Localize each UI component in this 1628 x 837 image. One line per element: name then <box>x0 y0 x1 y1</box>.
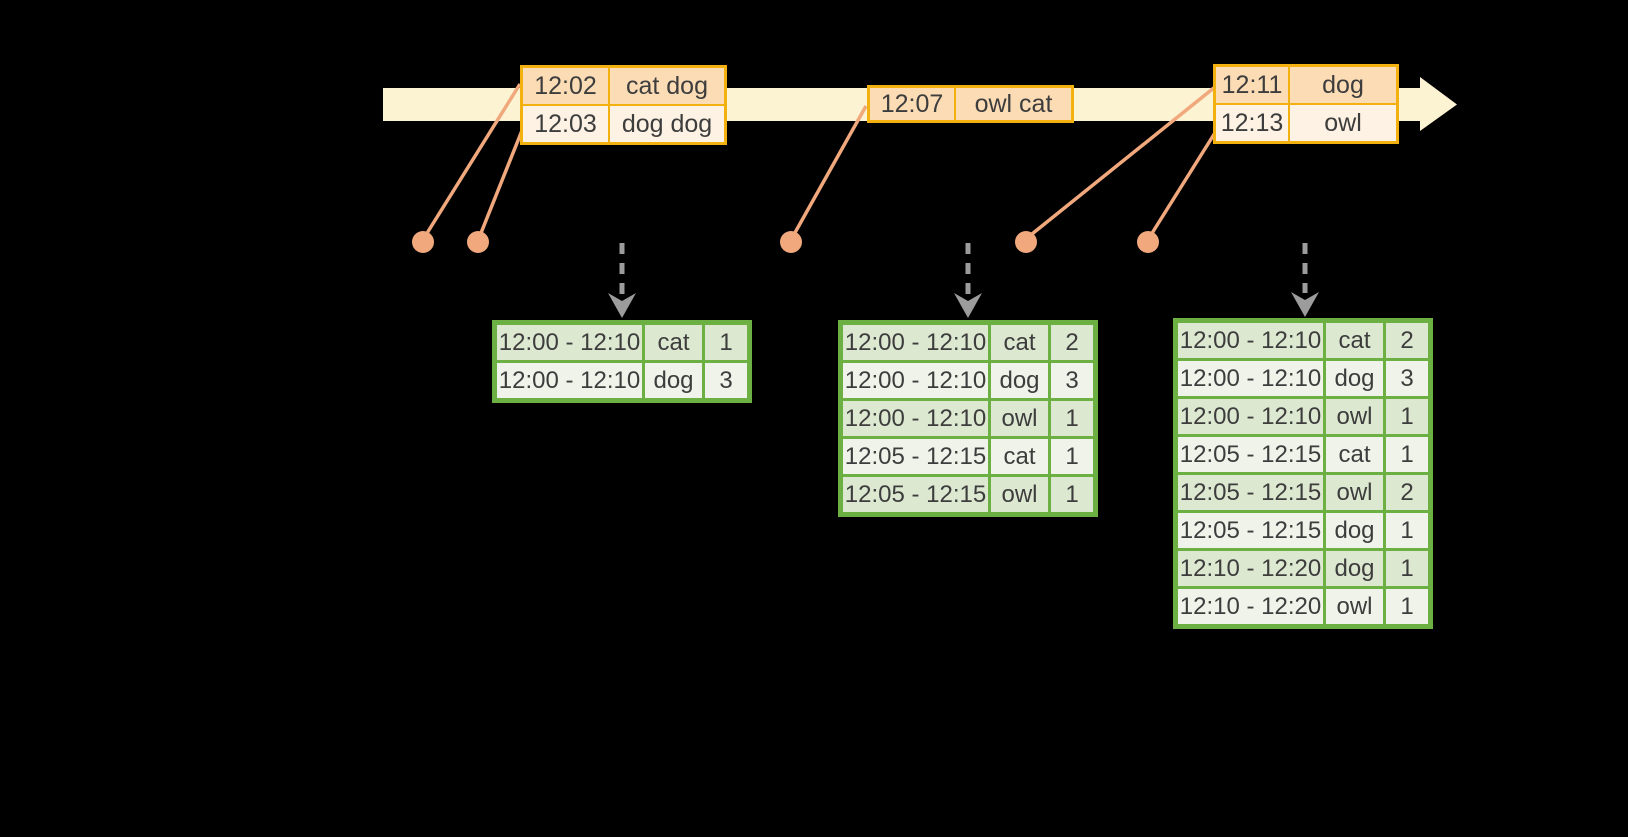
result-cell: 12:00 - 12:10 <box>843 401 988 436</box>
result-cell: owl <box>1326 399 1383 434</box>
result-cell: 1 <box>1386 513 1428 548</box>
event-cell: owl <box>1290 105 1396 141</box>
result-cell: 12:10 - 12:20 <box>1178 589 1323 624</box>
result-cell: cat <box>991 325 1048 360</box>
event-dot <box>1137 231 1159 253</box>
trigger-arrow-lines <box>619 243 1308 294</box>
event-dot <box>412 231 434 253</box>
event-cell: 12:02 <box>523 68 608 104</box>
event-cell: 12:03 <box>523 106 608 142</box>
event-dot <box>1015 231 1037 253</box>
result-cell: 12:05 - 12:15 <box>843 477 988 512</box>
connector-line <box>1025 85 1217 240</box>
result-cell: 1 <box>1386 437 1428 472</box>
result-cell: 12:00 - 12:10 <box>1178 323 1323 358</box>
result-cell: 12:00 - 12:10 <box>1178 399 1323 434</box>
arrow-down-icon <box>954 293 982 318</box>
result-cell: 2 <box>1386 323 1428 358</box>
result-cell: 3 <box>1386 361 1428 396</box>
event-dot <box>467 231 489 253</box>
result-cell: 3 <box>1051 363 1093 398</box>
result-cell: cat <box>1326 323 1383 358</box>
result-cell: 1 <box>1386 399 1428 434</box>
event-cell: dog <box>1290 67 1396 103</box>
result-cell: 12:00 - 12:10 <box>843 325 988 360</box>
connector-line <box>1147 127 1220 239</box>
result-cell: 3 <box>705 363 747 398</box>
result-cell: 1 <box>1051 477 1093 512</box>
result-cell: owl <box>991 477 1048 512</box>
result-cell: dog <box>1326 513 1383 548</box>
arrow-down-icon <box>608 293 636 318</box>
result-cell: dog <box>1326 361 1383 396</box>
result-cell: 12:05 - 12:15 <box>1178 437 1323 472</box>
event-cell: dog dog <box>610 106 724 142</box>
result-cell: 2 <box>1051 325 1093 360</box>
result-cell: 12:00 - 12:10 <box>843 363 988 398</box>
event-cell: 12:13 <box>1216 105 1288 141</box>
result-cell: cat <box>991 439 1048 474</box>
result-cell: owl <box>1326 475 1383 510</box>
trigger-arrow-heads <box>608 292 1319 318</box>
timeline-arrowhead-icon <box>1420 77 1457 131</box>
result-cell: 1 <box>1386 551 1428 586</box>
result-cell: 12:05 - 12:15 <box>1178 475 1323 510</box>
result-cell: 12:05 - 12:15 <box>843 439 988 474</box>
event-dots <box>412 231 1159 253</box>
result-cell: 1 <box>705 325 747 360</box>
event-dot <box>780 231 802 253</box>
event-cell: cat dog <box>610 68 724 104</box>
result-cell: dog <box>1326 551 1383 586</box>
result-cell: 1 <box>1051 401 1093 436</box>
connector-line <box>422 83 522 239</box>
event-cell: owl cat <box>956 88 1071 120</box>
event-connectors <box>422 83 1220 240</box>
result-cell: 1 <box>1386 589 1428 624</box>
connector-line <box>790 105 868 239</box>
result-cell: owl <box>991 401 1048 436</box>
result-cell: cat <box>645 325 702 360</box>
result-cell: 2 <box>1386 475 1428 510</box>
result-cell: 12:00 - 12:10 <box>497 325 642 360</box>
result-cell: dog <box>645 363 702 398</box>
result-cell: dog <box>991 363 1048 398</box>
arrow-down-icon <box>1291 292 1319 317</box>
result-cell: 12:10 - 12:20 <box>1178 551 1323 586</box>
result-cell: 12:00 - 12:10 <box>1178 361 1323 396</box>
result-cell: 12:00 - 12:10 <box>497 363 642 398</box>
result-cell: owl <box>1326 589 1383 624</box>
event-cell: 12:11 <box>1216 67 1288 103</box>
result-cell: cat <box>1326 437 1383 472</box>
result-cell: 1 <box>1051 439 1093 474</box>
result-cell: 12:05 - 12:15 <box>1178 513 1323 548</box>
connector-line <box>477 127 525 239</box>
event-cell: 12:07 <box>870 88 954 120</box>
